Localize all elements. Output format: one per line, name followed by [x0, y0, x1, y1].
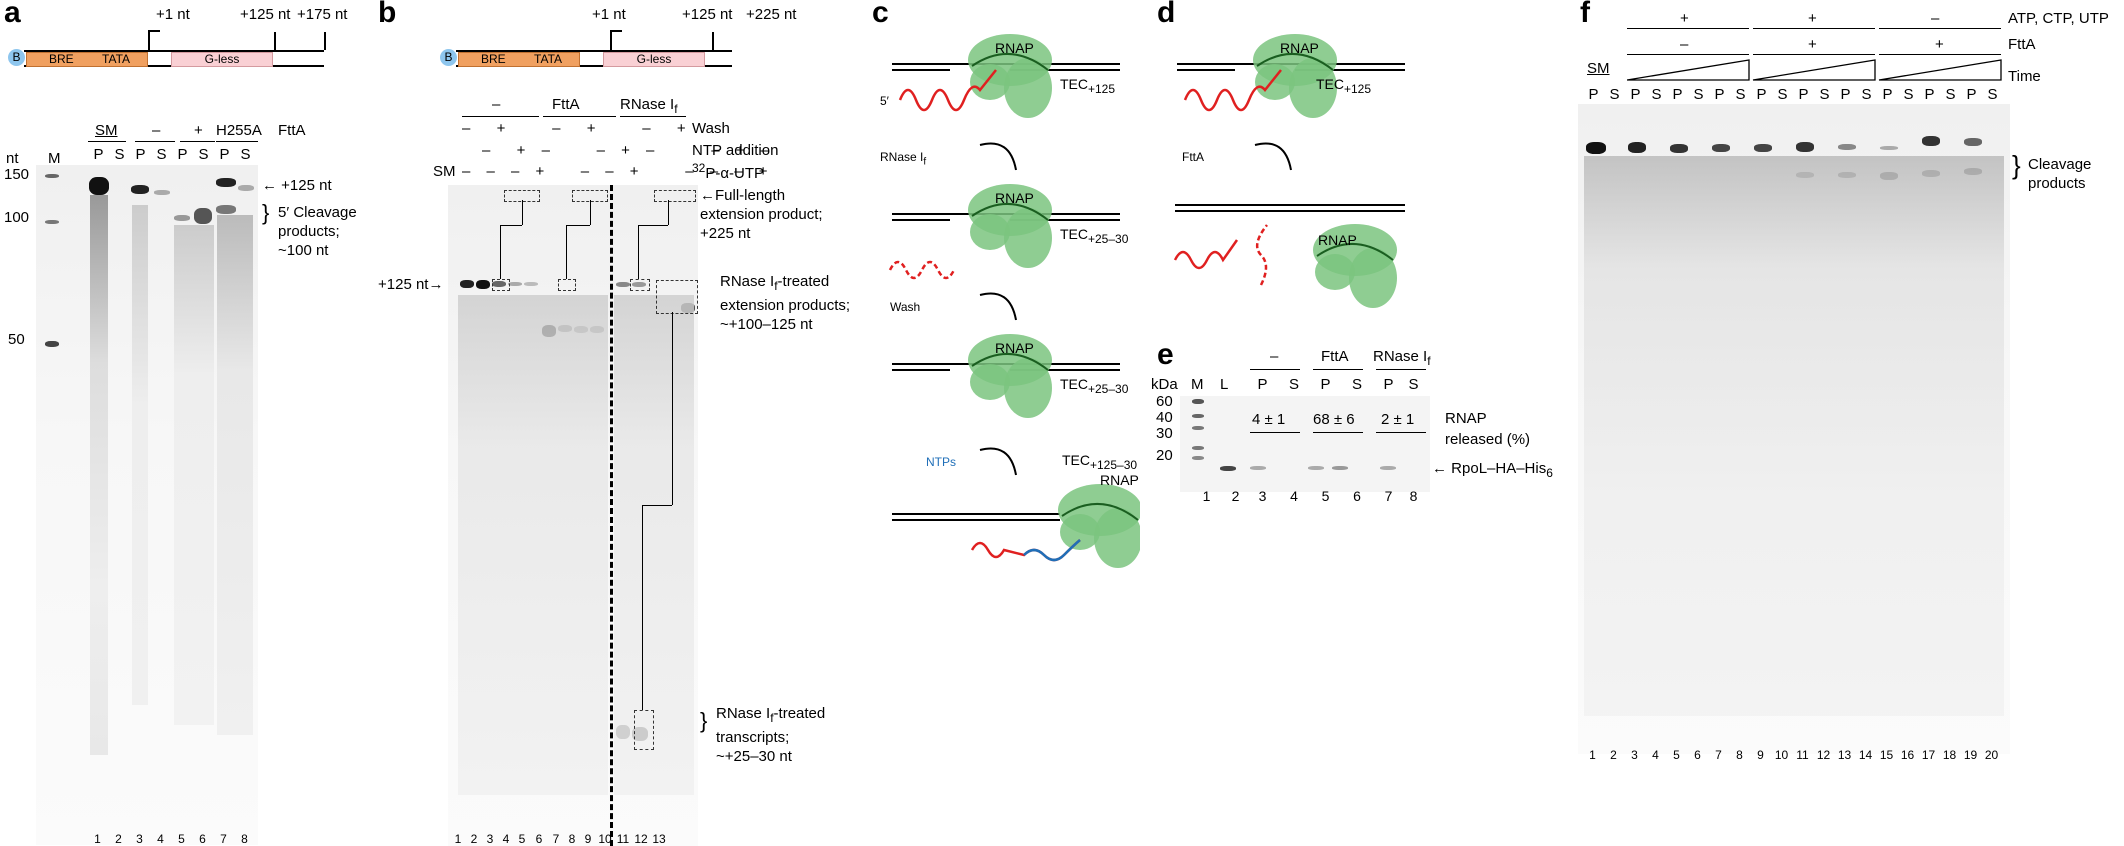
panel-d-schematic: [1173, 33, 1405, 309]
d-tec: TEC+125: [1316, 76, 1372, 96]
arrow-125nt: ← +125 nt: [262, 177, 332, 194]
pos-plus175: +175 nt: [297, 6, 348, 23]
f-cleavage-annotation: Cleavage products: [2028, 156, 2092, 192]
b-plus125-arrow: +125 nt→: [378, 276, 444, 293]
bre-tata-box: BRE TATA: [26, 52, 148, 67]
b-transcripts-annotation: RNase If-treated transcripts; ~+25–30 nt: [716, 705, 826, 765]
b-full-length-annotation: ←Full-length extension product; +225 nt: [700, 187, 823, 242]
c-tec-4: TEC+125–30: [1062, 452, 1138, 472]
c-rnap-1: RNAP: [995, 40, 1034, 56]
c-step-ntps: NTPs: [926, 455, 956, 469]
f-row-ftta: FttA: [2008, 36, 2036, 53]
template-diagram-b: B BRE TATA G-less: [440, 10, 740, 70]
f-time-wedges: [1627, 59, 2002, 81]
e-m: M: [1191, 376, 1204, 393]
c-rnap-2: RNAP: [995, 190, 1034, 206]
c-tec-3: TEC+25–30: [1060, 376, 1129, 396]
e-value-minus: 4 ± 1: [1252, 411, 1286, 428]
row-ntp: NTP addition: [692, 142, 779, 159]
d-rnap-1: RNAP: [1280, 40, 1319, 56]
pos-plus125: +125 nt: [240, 6, 291, 23]
c-rnap-3: RNAP: [995, 340, 1034, 356]
row-wash: Wash: [692, 120, 730, 137]
e-marker-60: 60: [1156, 393, 1173, 410]
marker-150: 150: [4, 166, 30, 183]
e-group-rnase: RNase If: [1373, 348, 1431, 368]
c-step-wash: Wash: [890, 300, 921, 314]
panel-label-f: f: [1580, 0, 1590, 29]
panel-c-schematic: [888, 33, 1140, 569]
fttA-label: FttA: [278, 122, 306, 139]
marker-header: M: [48, 150, 61, 167]
f-row2-plus-b: +: [1935, 36, 1944, 53]
f-sm: SM: [1587, 60, 1610, 77]
f-row-time: Time: [2008, 68, 2041, 85]
marker-100: 100: [4, 209, 30, 226]
d-step-ftta: FttA: [1182, 150, 1205, 164]
gel-b: [448, 185, 698, 846]
d-rnap-2: RNAP: [1318, 232, 1357, 248]
bre-label: BRE: [49, 52, 74, 66]
b-extension-annotation: RNase If-treated extension products; ~+1…: [720, 273, 851, 333]
b-group-minus: –: [492, 96, 501, 113]
f-row1-plus-a: +: [1680, 10, 1689, 27]
tata-label: TATA: [102, 52, 131, 66]
gless-label: G-less: [204, 52, 240, 66]
row-utp: 32P-α-UTP: [692, 161, 765, 182]
e-kda: kDa: [1151, 376, 1178, 393]
b-group-ftta: FttA: [552, 96, 580, 113]
f-row-atp: ATP, CTP, UTP: [2008, 10, 2109, 27]
f-row1-plus-b: +: [1808, 10, 1817, 27]
e-released: RNAP released (%): [1445, 410, 1531, 448]
gel-f: [1578, 104, 2010, 754]
e-marker-40: 40: [1156, 409, 1173, 426]
nt-header: nt: [6, 150, 19, 167]
panel-label-b: b: [378, 0, 397, 29]
panel-label-e: e: [1157, 338, 1174, 371]
marker-50: 50: [8, 331, 25, 348]
c-five-prime: 5′: [880, 94, 889, 108]
gless-box: G-less: [171, 52, 273, 67]
f-row2-plus-a: +: [1808, 36, 1817, 53]
c-tec-1: TEC+125: [1060, 76, 1116, 96]
e-protein-label: ← RpoL–HA–His6: [1432, 460, 1553, 480]
group-plus: +: [194, 122, 203, 139]
e-marker-30: 30: [1156, 425, 1173, 442]
group-minus: –: [152, 122, 161, 139]
group-sm: SM: [95, 122, 118, 139]
group-h255a: H255A: [216, 122, 262, 139]
c-tec-2: TEC+25–30: [1060, 226, 1129, 246]
biotin-marker: B: [8, 49, 25, 66]
e-value-rnase: 2 ± 1: [1381, 411, 1415, 428]
b-group-rnase: RNase If: [620, 96, 678, 116]
e-l: L: [1220, 376, 1229, 393]
pos-plus1: +1 nt: [156, 6, 190, 23]
e-group-ftta: FttA: [1321, 348, 1349, 365]
cleavage-annotation-a: 5′ Cleavage products; ~100 nt: [278, 204, 357, 259]
panel-label-c: c: [872, 0, 889, 29]
template-diagram-a: B BRE TATA G-less: [8, 10, 328, 70]
panel-label-d: d: [1157, 0, 1176, 29]
c-step-rnase: RNase If: [880, 150, 927, 168]
e-marker-20: 20: [1156, 447, 1173, 464]
gel-e: [1180, 396, 1430, 492]
f-row1-minus: –: [1931, 10, 1940, 27]
f-row2-minus: –: [1680, 36, 1689, 53]
e-value-ftta: 68 ± 6: [1313, 411, 1355, 428]
b-sm: SM: [433, 163, 456, 180]
panel-label-a: a: [4, 0, 21, 29]
gel-a: [36, 165, 258, 845]
e-group-minus: –: [1270, 348, 1279, 365]
c-rnap-4: RNAP: [1100, 472, 1139, 488]
